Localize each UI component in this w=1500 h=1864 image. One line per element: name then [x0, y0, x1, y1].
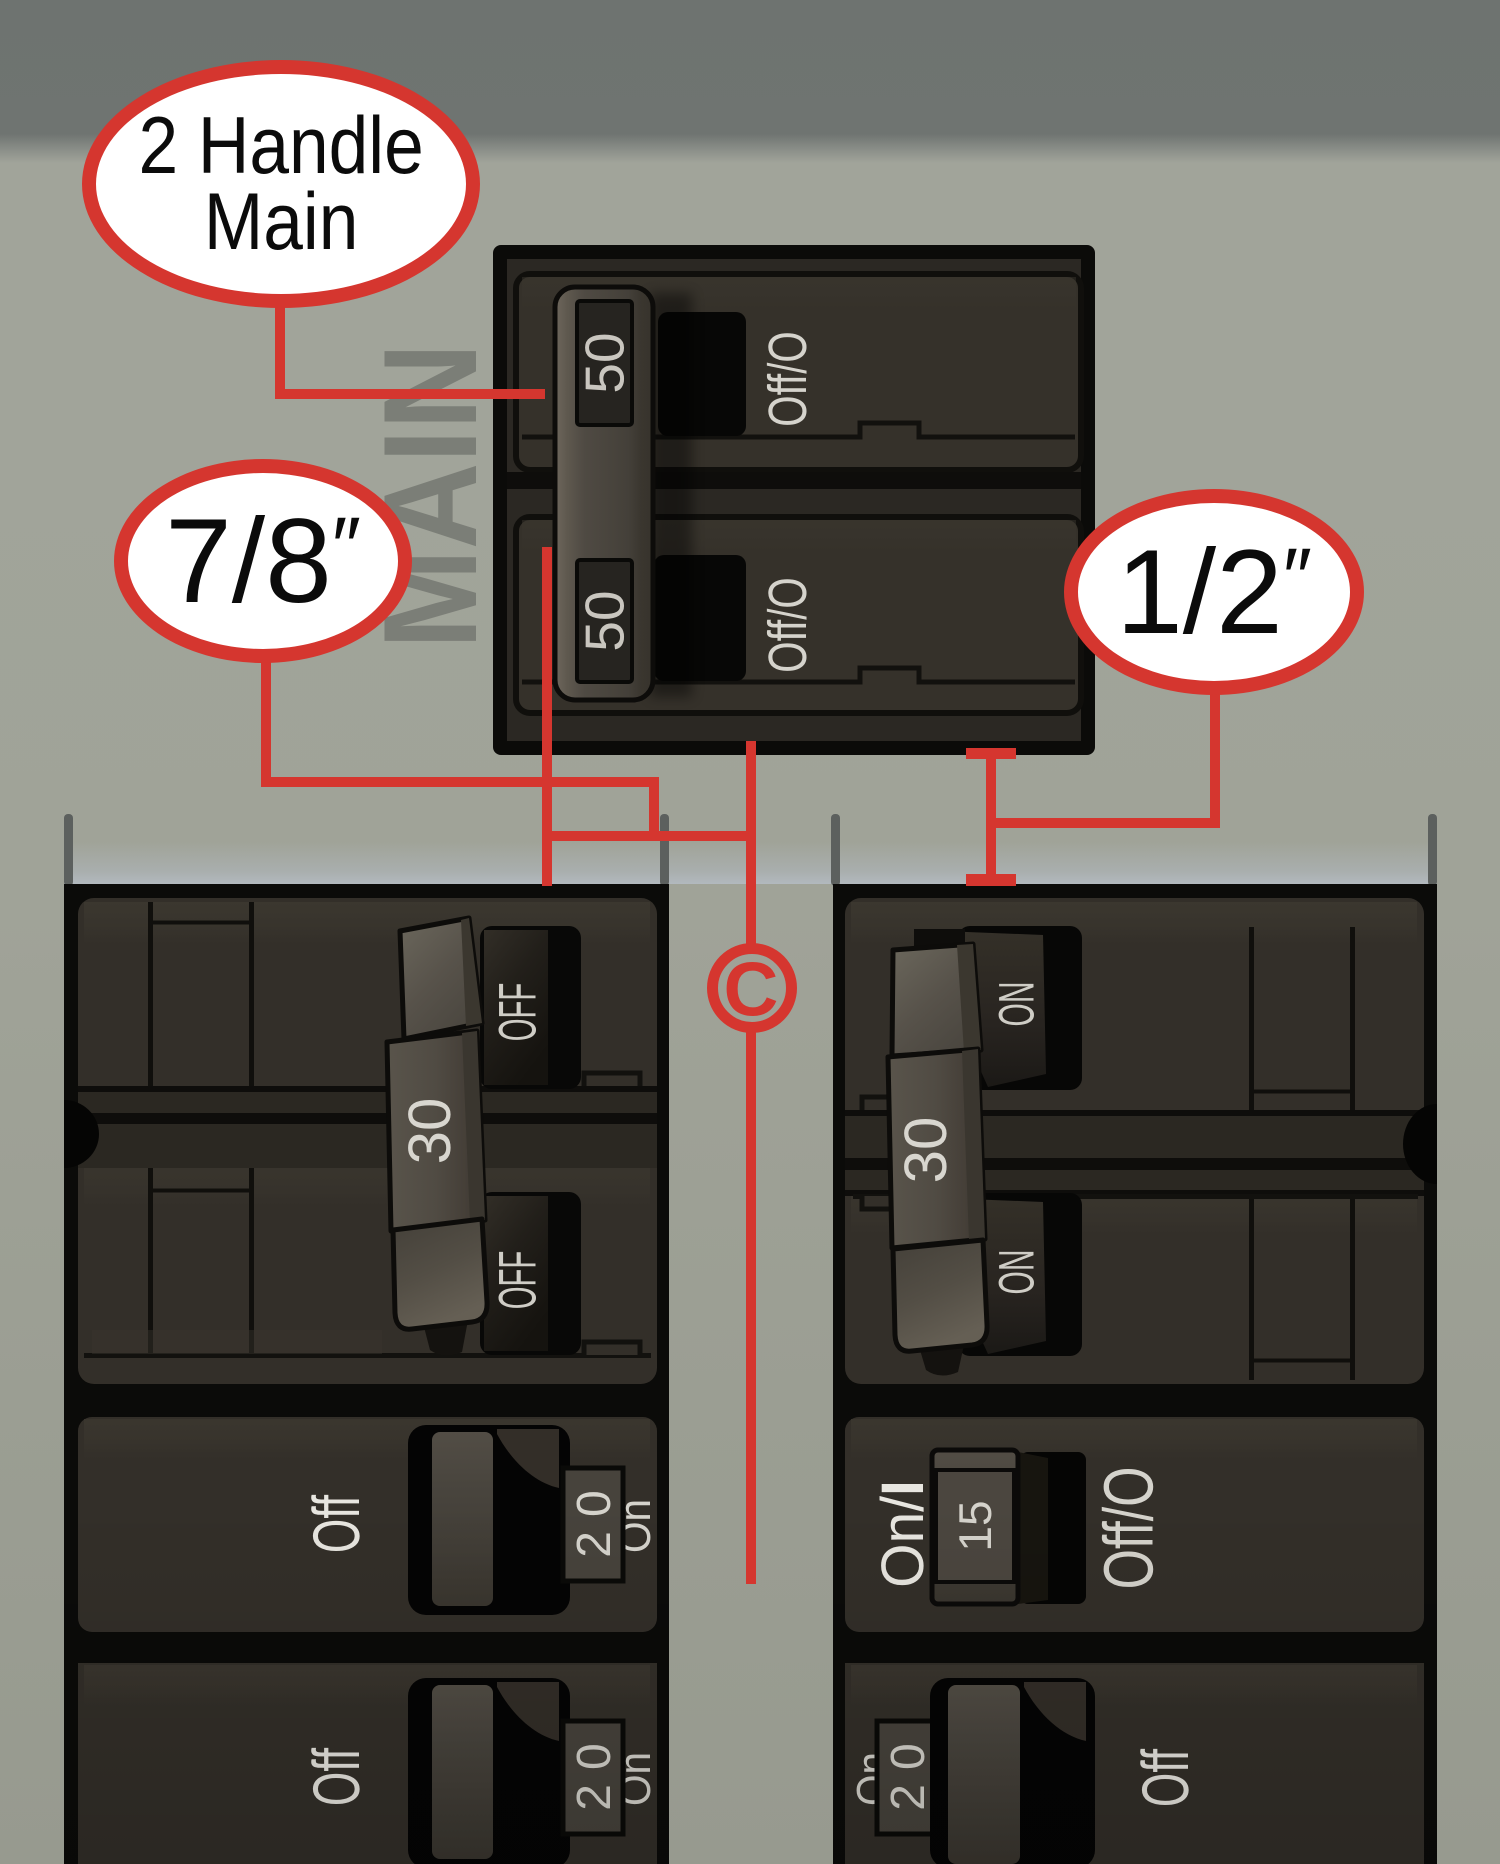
svg-text:Off/O: Off/O	[758, 331, 818, 426]
svg-text:30: 30	[396, 1098, 463, 1165]
svg-text:ON: ON	[989, 1250, 1045, 1295]
svg-text:OFF: OFF	[489, 983, 548, 1042]
svg-text:50: 50	[573, 332, 635, 393]
svg-text:50: 50	[573, 590, 635, 651]
svg-text:Off/O: Off/O	[758, 577, 818, 672]
svg-text:30: 30	[892, 1117, 959, 1184]
svg-text:OFF: OFF	[489, 1251, 548, 1310]
svg-text:ON: ON	[989, 982, 1045, 1027]
